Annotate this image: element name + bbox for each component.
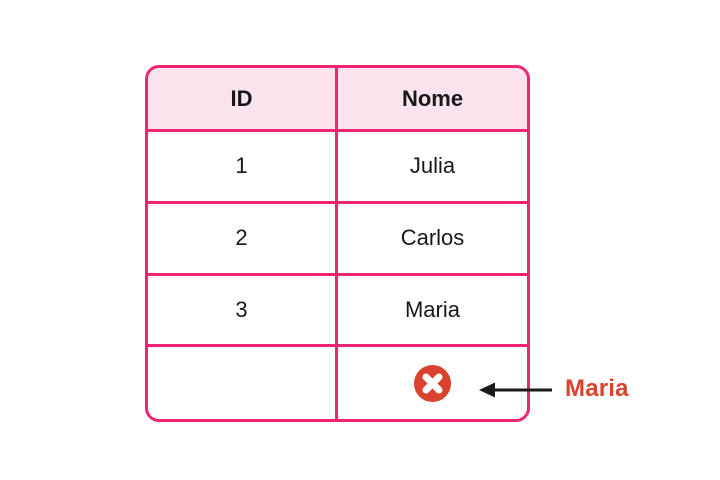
table-cell-id: 1 — [148, 132, 338, 204]
table-cell-nome: Maria — [338, 275, 527, 348]
annotation-label: Maria — [565, 375, 629, 402]
table-cell-deleted — [338, 347, 527, 419]
table-cell-id: 3 — [148, 275, 338, 348]
table-cell-nome: Julia — [338, 132, 527, 204]
table-cell-nome: Carlos — [338, 203, 527, 276]
table-cell-id: 2 — [148, 203, 338, 276]
table-cell-id-empty — [148, 347, 338, 419]
column-header-id: ID — [148, 68, 338, 132]
cancel-icon[interactable] — [414, 364, 451, 402]
column-header-nome: Nome — [338, 68, 527, 132]
database-table: ID Nome 1 Julia 2 Carlos 3 Maria — [145, 65, 530, 422]
arrow-left-icon — [479, 382, 552, 398]
